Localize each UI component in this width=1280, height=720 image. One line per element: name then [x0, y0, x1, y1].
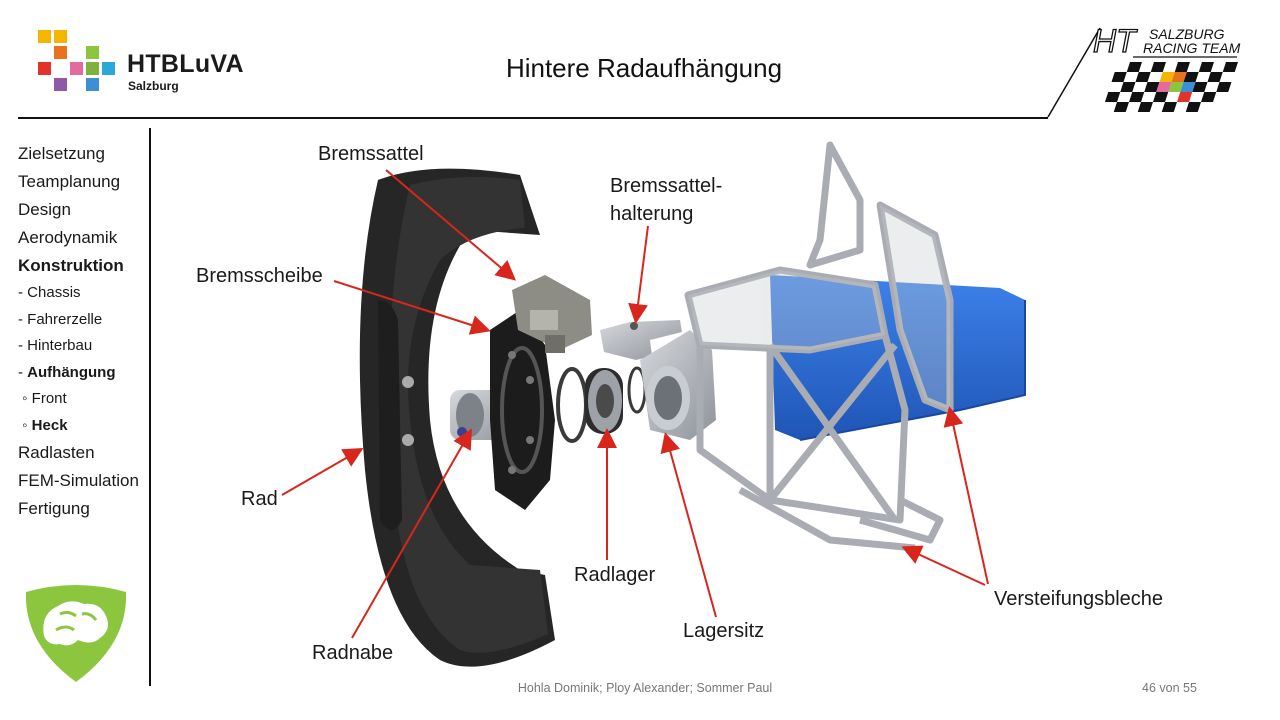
logo-name: HTBLuVA [127, 50, 244, 78]
label-radlager: Radlager [574, 564, 656, 586]
label-versteifungsbleche: Versteifungsbleche [994, 588, 1164, 610]
blue-box [770, 275, 1025, 440]
leader-arrows [281, 169, 989, 639]
nav-item-chassis[interactable]: - Chassis [18, 284, 81, 301]
label-halterung-line1: Bremssattel- [610, 175, 723, 197]
nav-item-design[interactable]: Design [18, 200, 71, 219]
sidebar-divider [149, 128, 151, 686]
footer-page-number: 46 von 55 [1142, 681, 1197, 695]
nav-item-teamplanung[interactable]: Teamplanung [18, 172, 121, 191]
label-rad: Rad [241, 488, 278, 510]
team-logo-line1: SALZBURG [1149, 26, 1225, 42]
label-halterung-line2: halterung [610, 203, 694, 225]
nav-item-hinterbau[interactable]: - Hinterbau [18, 337, 93, 354]
page-title: Hintere Radaufhängung [505, 53, 783, 83]
sidebar-nav: Zielsetzung Teamplanung Design Aerodynam… [18, 140, 158, 523]
team-logo-line2: RACING TEAM [1143, 40, 1241, 56]
exploded-view-diagram [281, 141, 1026, 667]
nav-item-radlasten[interactable]: Radlasten [18, 443, 95, 462]
nav-item-zielsetzung[interactable]: Zielsetzung [18, 144, 105, 163]
nav-item-fem-simulation[interactable]: FEM-Simulation [18, 471, 139, 490]
logo-city: Salzburg [128, 79, 179, 93]
green-shield-logo [25, 585, 127, 682]
nav-item-front[interactable]: ◦ Front [22, 390, 67, 407]
nav-item-fahrerzelle[interactable]: - Fahrerzelle [18, 310, 103, 328]
label-radnabe: Radnabe [312, 642, 394, 664]
label-bremssattel: Bremssattel [318, 143, 424, 165]
nav-item-aufhaengung[interactable]: - Aufhängung [18, 363, 116, 381]
label-lagersitz: Lagersitz [683, 620, 765, 642]
checkered-flag-icon [1105, 62, 1239, 112]
wheel-tire [359, 168, 555, 667]
team-logo-mark: HT [1093, 23, 1138, 59]
circlip-left [556, 367, 588, 443]
wheel-bearing [585, 368, 623, 434]
nav-item-aerodynamik[interactable]: Aerodynamik [18, 228, 118, 247]
caliper-bracket [600, 320, 682, 360]
htbluva-logo [38, 30, 115, 91]
footer-authors: Hohla Dominik; Ploy Alexander; Sommer Pa… [517, 681, 773, 695]
brake-caliper [512, 275, 592, 353]
nav-item-heck[interactable]: ◦ Heck [22, 416, 68, 434]
brake-disc [490, 310, 555, 510]
racing-team-logo: HT SALZBURG RACING TEAM [1047, 22, 1241, 118]
label-bremsscheibe: Bremsscheibe [196, 265, 323, 287]
header-divider [18, 117, 1048, 119]
nav-item-fertigung[interactable]: Fertigung [18, 499, 90, 518]
nav-item-konstruktion[interactable]: Konstruktion [18, 256, 124, 275]
